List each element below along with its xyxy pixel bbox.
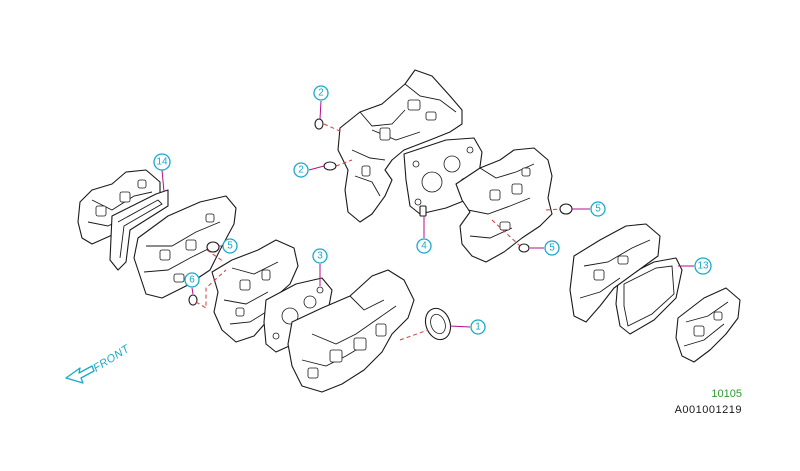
- svg-text:5: 5: [595, 204, 601, 215]
- upper-engine-block: [337, 69, 463, 223]
- valve-cover-gasket-right: [615, 257, 683, 335]
- drawing-id: A001001219: [674, 404, 742, 416]
- callout-1: 1: [470, 319, 486, 335]
- valve-cover-right: [675, 287, 741, 363]
- front-arrow-icon: [65, 365, 95, 384]
- page-code: 10105: [711, 388, 742, 400]
- svg-text:2: 2: [298, 165, 304, 176]
- alignment-guides: [195, 123, 561, 341]
- callout-6: 6: [184, 272, 200, 288]
- callout-5-right-upper: 5: [590, 201, 606, 217]
- lower-crankcase-block: [287, 269, 415, 393]
- svg-text:5: 5: [549, 243, 555, 254]
- valve-cover-gasket-left: [109, 189, 169, 271]
- crankshaft-oil-seal: [424, 307, 452, 341]
- callout-5-right-lower: 5: [544, 240, 560, 256]
- svg-text:2: 2: [318, 88, 324, 99]
- callout-14: 14: [153, 153, 171, 171]
- callout-2-lower: 2: [293, 162, 309, 178]
- svg-text:13: 13: [697, 261, 709, 272]
- svg-text:6: 6: [189, 275, 195, 286]
- svg-text:5: 5: [227, 241, 233, 252]
- leader-lines: [161, 100, 694, 328]
- cylinder-head-center-left: [211, 239, 299, 343]
- cylinder-head-right: [455, 147, 553, 263]
- callout-5-left: 5: [222, 238, 238, 254]
- callout-13: 13: [694, 257, 712, 275]
- callout-4: 4: [416, 238, 432, 254]
- svg-text:14: 14: [156, 157, 168, 168]
- svg-text:4: 4: [421, 241, 427, 252]
- svg-text:1: 1: [475, 322, 481, 333]
- cylinder-head-left: [133, 195, 237, 299]
- svg-text:3: 3: [317, 251, 323, 262]
- cylinder-head-far-right: [569, 223, 661, 323]
- callout-2-upper: 2: [313, 85, 329, 101]
- front-label: FRONT: [91, 343, 132, 375]
- callout-3: 3: [312, 248, 328, 264]
- head-gasket-left: [263, 277, 333, 353]
